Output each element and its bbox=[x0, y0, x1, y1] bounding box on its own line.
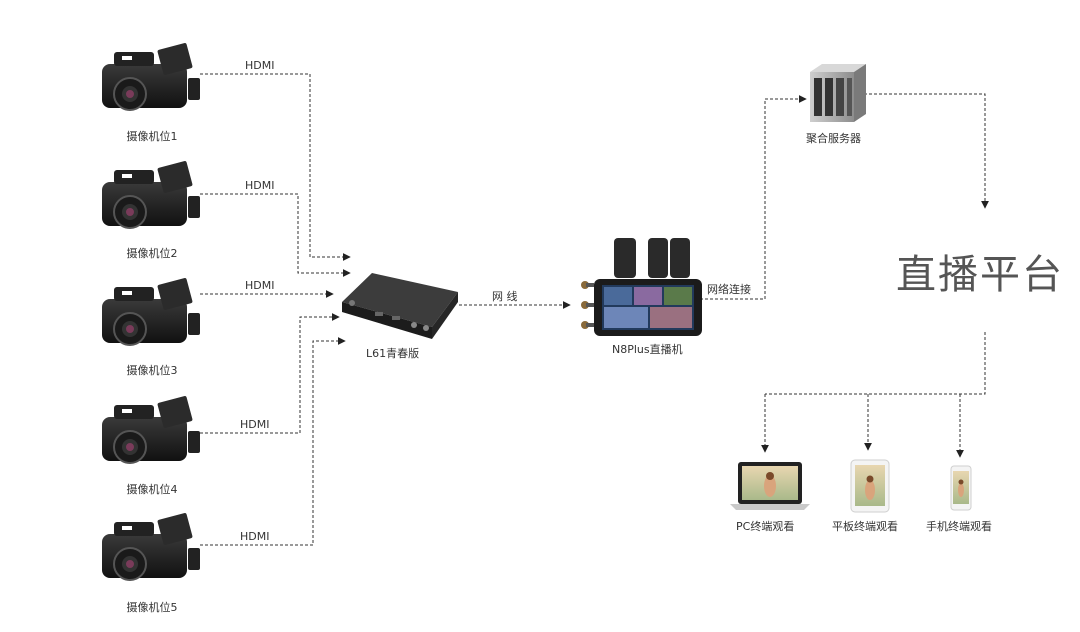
server-to-platform-line bbox=[864, 93, 989, 209]
tablet-icon bbox=[850, 459, 890, 513]
hdmi-label-2: HDMI bbox=[245, 179, 275, 192]
encoder-label: L61青春版 bbox=[366, 347, 420, 360]
hdmi-line-4 bbox=[200, 313, 340, 434]
platform-label: 直播平台 bbox=[896, 252, 1064, 298]
hdmi-line-2 bbox=[200, 193, 351, 277]
network-cable-label: 网 线 bbox=[492, 290, 518, 303]
camera-icon bbox=[102, 161, 200, 229]
pc-terminal-label: PC终端观看 bbox=[736, 520, 795, 533]
encoder-device-icon bbox=[342, 273, 458, 339]
platform-to-terminals-line bbox=[765, 332, 986, 395]
camera-label-5: 摄像机位5 bbox=[126, 601, 178, 614]
hdmi-connectors bbox=[200, 73, 989, 546]
hdmi-label-1: HDMI bbox=[245, 59, 275, 72]
phone-terminal-label: 手机终端观看 bbox=[926, 520, 992, 533]
camera-icon bbox=[102, 43, 200, 111]
server-icon bbox=[810, 64, 866, 122]
camera-icon bbox=[102, 513, 200, 581]
streamer-label: N8Plus直播机 bbox=[612, 343, 683, 356]
tablet-terminal-label: 平板终端观看 bbox=[832, 520, 898, 533]
hdmi-label-5: HDMI bbox=[240, 530, 270, 543]
phone-icon bbox=[950, 465, 972, 511]
camera-label-3: 摄像机位3 bbox=[126, 364, 178, 377]
camera-label-4: 摄像机位4 bbox=[126, 483, 178, 496]
laptop-icon bbox=[730, 462, 810, 510]
camera-icon bbox=[102, 278, 200, 346]
server-label: 聚合服务器 bbox=[806, 132, 861, 145]
streamer-device-icon bbox=[581, 238, 702, 336]
camera-icon bbox=[102, 396, 200, 464]
hdmi-line-5 bbox=[200, 337, 346, 546]
network-connection-label: 网络连接 bbox=[707, 283, 751, 296]
camera-label-2: 摄像机位2 bbox=[126, 247, 178, 260]
hdmi-label-4: HDMI bbox=[240, 418, 270, 431]
hdmi-line-1 bbox=[200, 73, 351, 261]
hdmi-label-3: HDMI bbox=[245, 279, 275, 292]
network-connection-line bbox=[700, 95, 807, 300]
camera-label-1: 摄像机位1 bbox=[126, 130, 178, 143]
